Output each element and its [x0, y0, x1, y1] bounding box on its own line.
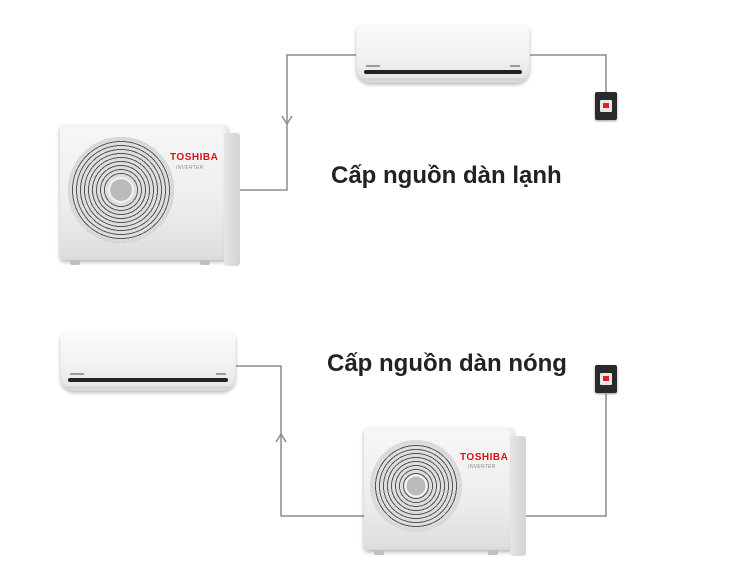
model-text: INVERTER	[468, 464, 496, 470]
outdoor-foot	[200, 260, 210, 265]
model-text: INVERTER	[176, 165, 204, 171]
brand-logo: TOSHIBA	[170, 152, 218, 163]
indoor-vent	[364, 70, 522, 74]
outdoor-foot	[70, 260, 80, 265]
fan-grille-icon	[370, 440, 462, 532]
wire-top-indoor-to-breaker	[530, 55, 606, 92]
breaker-top	[595, 92, 617, 120]
wire-bottom-indoor-to-outdoor	[236, 366, 364, 516]
outdoor-foot	[374, 550, 384, 555]
indoor-louver	[360, 78, 526, 81]
outdoor-unit-top: TOSHIBA INVERTER	[60, 125, 228, 260]
brand-logo: TOSHIBA	[460, 452, 508, 463]
indoor-unit-bottom	[60, 333, 236, 391]
outdoor-side-panel	[224, 133, 240, 266]
breaker-toggle-icon	[600, 373, 612, 385]
label-outdoor-power: Cấp nguồn dàn nóng	[327, 350, 567, 378]
breaker-bottom	[595, 365, 617, 393]
indoor-louver	[64, 386, 232, 389]
indoor-sensor-mark	[216, 373, 226, 375]
indoor-logo-mark	[366, 65, 380, 67]
indoor-sensor-mark	[510, 65, 520, 67]
indoor-logo-mark	[70, 373, 84, 375]
fan-grille-icon	[68, 137, 174, 243]
indoor-vent	[68, 378, 228, 382]
breaker-toggle-icon	[600, 100, 612, 112]
wire-bottom-outdoor-to-breaker	[520, 394, 606, 516]
label-indoor-power: Cấp nguồn dàn lạnh	[331, 162, 562, 190]
outdoor-side-panel	[510, 436, 526, 556]
outdoor-unit-bottom: TOSHIBA INVERTER	[364, 428, 514, 550]
outdoor-foot	[488, 550, 498, 555]
indoor-unit-top	[356, 25, 530, 83]
